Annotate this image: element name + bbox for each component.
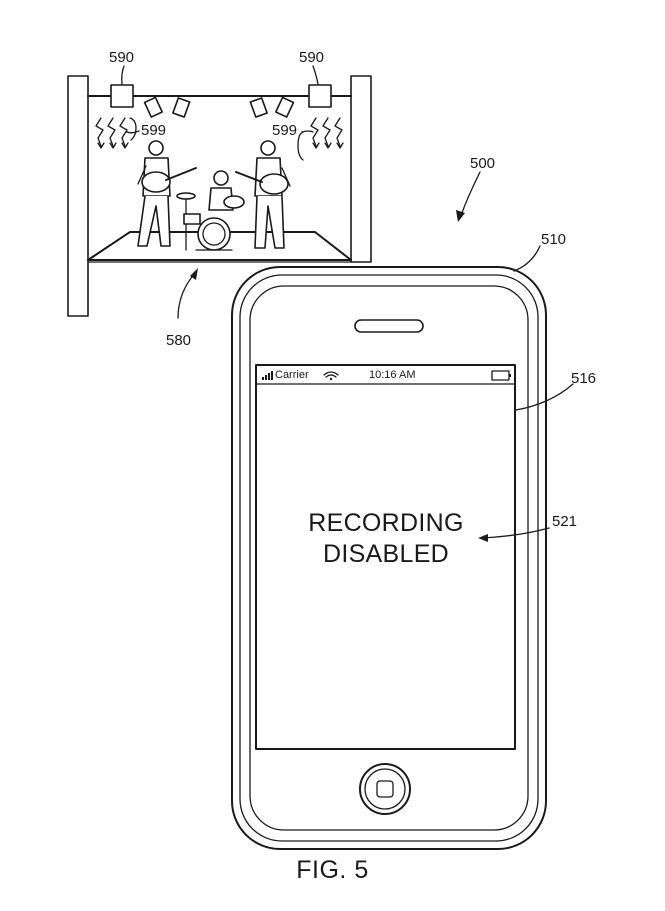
message-line-1: RECORDING (308, 509, 464, 537)
signal-strength-icon (262, 371, 273, 380)
message-line-2: DISABLED (322, 540, 450, 568)
stage-left-post (67, 75, 89, 317)
concert-stage (67, 75, 372, 319)
home-button-square-icon (376, 780, 394, 798)
signal-emission-right (297, 117, 344, 161)
ref-590-left: 590 (109, 49, 134, 66)
ref-521: 521 (552, 513, 577, 530)
device-display (255, 364, 516, 750)
spotlight-cans (143, 96, 295, 118)
stage-right-post (350, 75, 372, 263)
earpiece-speaker (354, 319, 424, 333)
emitter-left (110, 84, 134, 108)
ref-599-left: 599 (141, 122, 166, 139)
figure-caption: FIG. 5 (296, 856, 369, 884)
recording-disabled-message: RECORDING DISABLED (258, 508, 514, 570)
guitarist-right (235, 140, 291, 249)
signal-emission-left (95, 117, 137, 149)
mobile-device (231, 266, 547, 850)
device-outer-shell (231, 266, 547, 850)
drummer (176, 170, 245, 251)
ref-510: 510 (541, 231, 566, 248)
guitarist-left (137, 140, 197, 247)
ref-599-right: 599 (272, 122, 297, 139)
ref-590-right: 590 (299, 49, 324, 66)
leader-lines-device (456, 171, 574, 542)
status-time: 10:16 AM (369, 369, 416, 381)
home-button (359, 763, 411, 815)
leader-580 (177, 271, 197, 319)
status-carrier: Carrier (275, 369, 309, 381)
ref-516: 516 (571, 370, 596, 387)
battery-icon (491, 370, 511, 381)
wifi-icon (323, 371, 339, 381)
emitter-right (308, 84, 332, 108)
ref-500: 500 (470, 155, 495, 172)
leader-lines-stage (121, 65, 319, 134)
ref-580: 580 (166, 332, 191, 349)
